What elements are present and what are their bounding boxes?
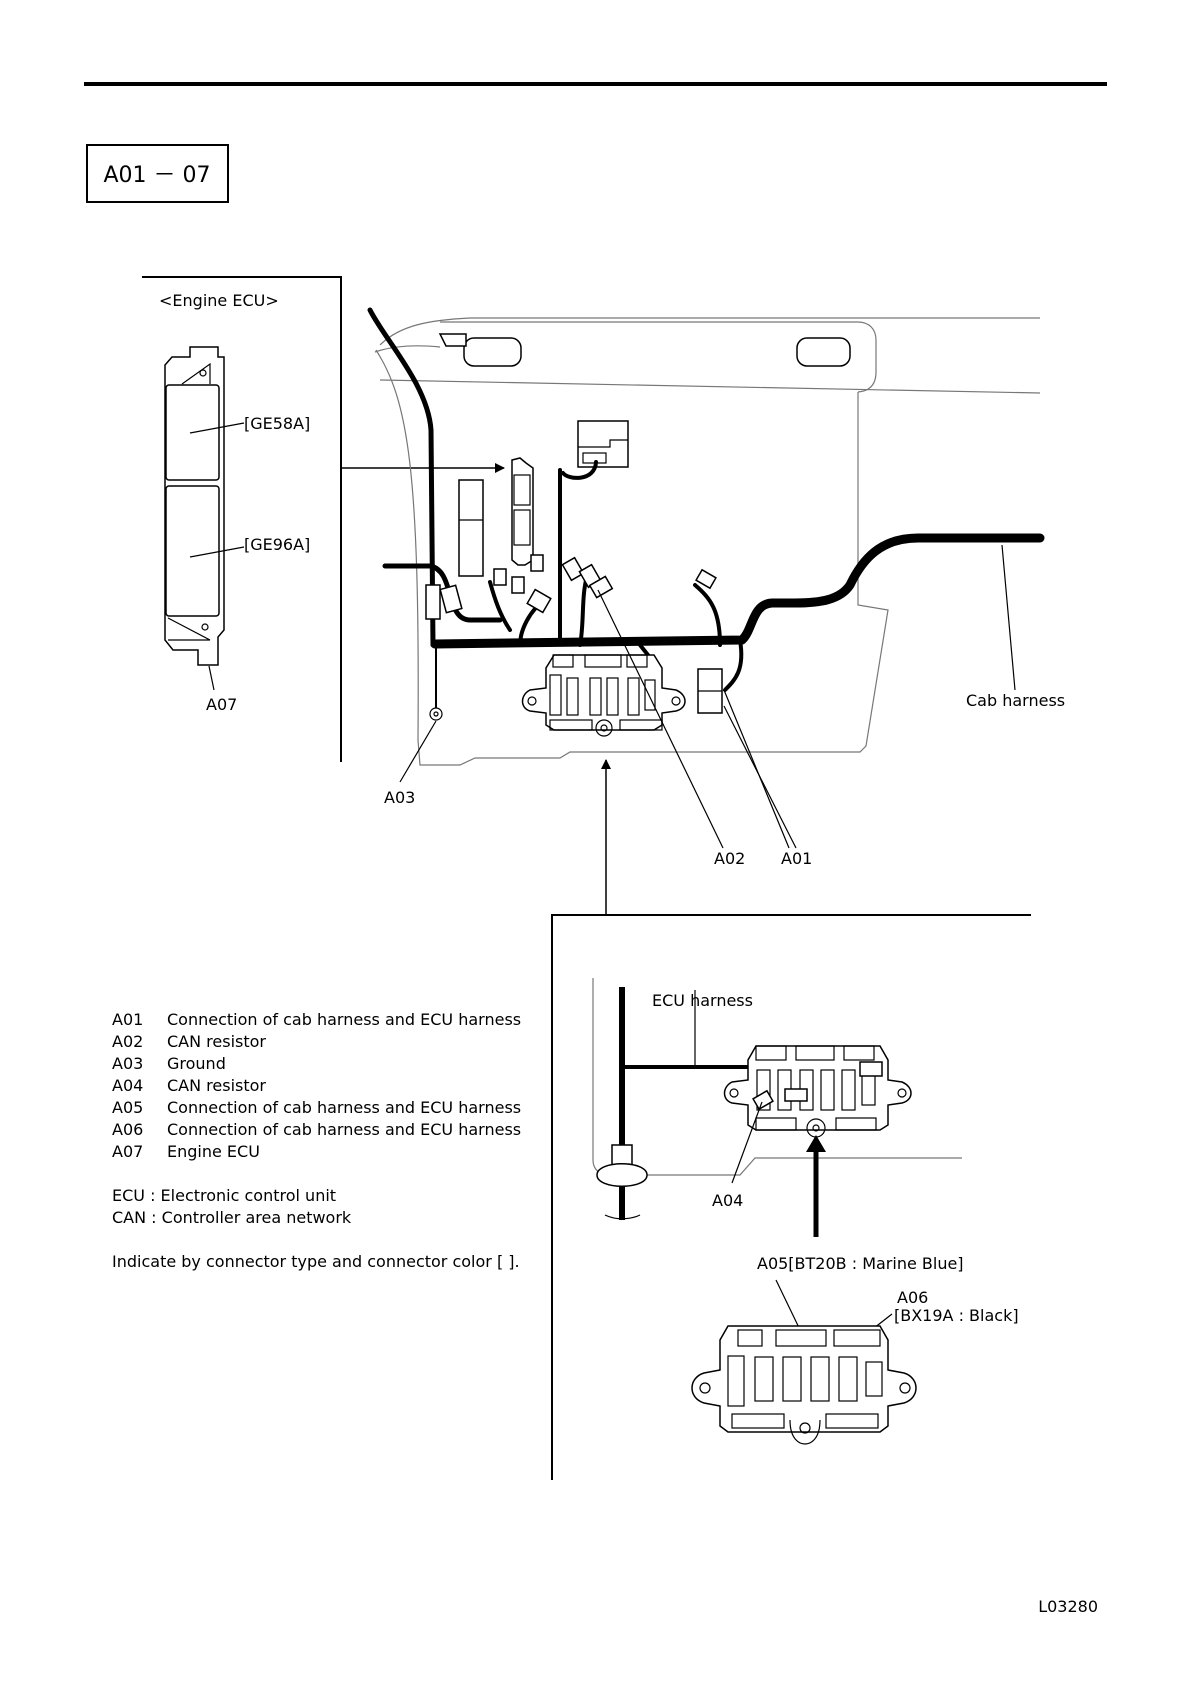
- legend-text-a07: Engine ECU: [167, 1142, 260, 1161]
- figure-id: L03280: [1038, 1597, 1098, 1616]
- ecu-connector-lower-label: [GE96A]: [244, 535, 310, 554]
- abbreviation-can: CAN : Controller area network: [112, 1208, 352, 1227]
- legend-text-a04: CAN resistor: [167, 1076, 266, 1095]
- legend-text-a02: CAN resistor: [167, 1032, 266, 1051]
- cab-harness-label: Cab harness: [966, 691, 1065, 710]
- a04-label: A04: [712, 1191, 743, 1210]
- main-view: A03 A02 A01 Cab harness: [367, 307, 1065, 915]
- junction-block-detail: [723, 1045, 912, 1138]
- legend-code-a02: A02: [112, 1032, 143, 1051]
- ecu-main: [511, 457, 534, 566]
- legend-code-a03: A03: [112, 1054, 143, 1073]
- detail-frame: ECU harness A04 A05[BT20B : Marine Blue]…: [551, 914, 1031, 1480]
- a01-label: A01: [781, 849, 812, 868]
- engine-ecu-inset: <Engine ECU> [GE58A] [GE96A] A07: [142, 276, 342, 762]
- a06-detail-label: [BX19A : Black]: [894, 1306, 1019, 1325]
- title-box-label: A01 － 07: [103, 163, 210, 188]
- relay-box: [577, 420, 629, 468]
- inset-title: <Engine ECU>: [159, 291, 279, 310]
- legend-code-a01: A01: [112, 1010, 143, 1029]
- a05-label: A05[BT20B : Marine Blue]: [757, 1254, 964, 1273]
- legend-code-a06: A06: [112, 1120, 143, 1139]
- ecu-connector-upper-label: [GE58A]: [244, 414, 310, 433]
- legend-text-a01: Connection of cab harness and ECU harnes…: [167, 1010, 521, 1029]
- connector-face-detail: [691, 1325, 917, 1445]
- legend-code-a07: A07: [112, 1142, 143, 1161]
- a06-code-label: A06: [897, 1288, 928, 1307]
- legend-text-a03: Ground: [167, 1054, 226, 1073]
- a03-label: A03: [384, 788, 415, 807]
- abbreviation-ecu: ECU : Electronic control unit: [112, 1186, 336, 1205]
- legend-code-a05: A05: [112, 1098, 143, 1117]
- cab-harness-wire: [430, 533, 1045, 649]
- ecu-bracket: [458, 479, 484, 577]
- junction-block-main: [521, 654, 686, 737]
- legend-code-a04: A04: [112, 1076, 143, 1095]
- title-box: A01 － 07: [86, 144, 229, 203]
- engine-ecu: [164, 346, 225, 666]
- a02-label: A02: [714, 849, 745, 868]
- ecu-ref-label: A07: [206, 695, 237, 714]
- ground-a03: [429, 707, 443, 721]
- connector-note: Indicate by connector type and connector…: [112, 1252, 520, 1271]
- ecu-harness-label: ECU harness: [652, 991, 753, 1010]
- legend-text-a05: Connection of cab harness and ECU harnes…: [167, 1098, 521, 1117]
- legend: A01 Connection of cab harness and ECU ha…: [112, 1010, 521, 1271]
- legend-text-a06: Connection of cab harness and ECU harnes…: [167, 1120, 521, 1139]
